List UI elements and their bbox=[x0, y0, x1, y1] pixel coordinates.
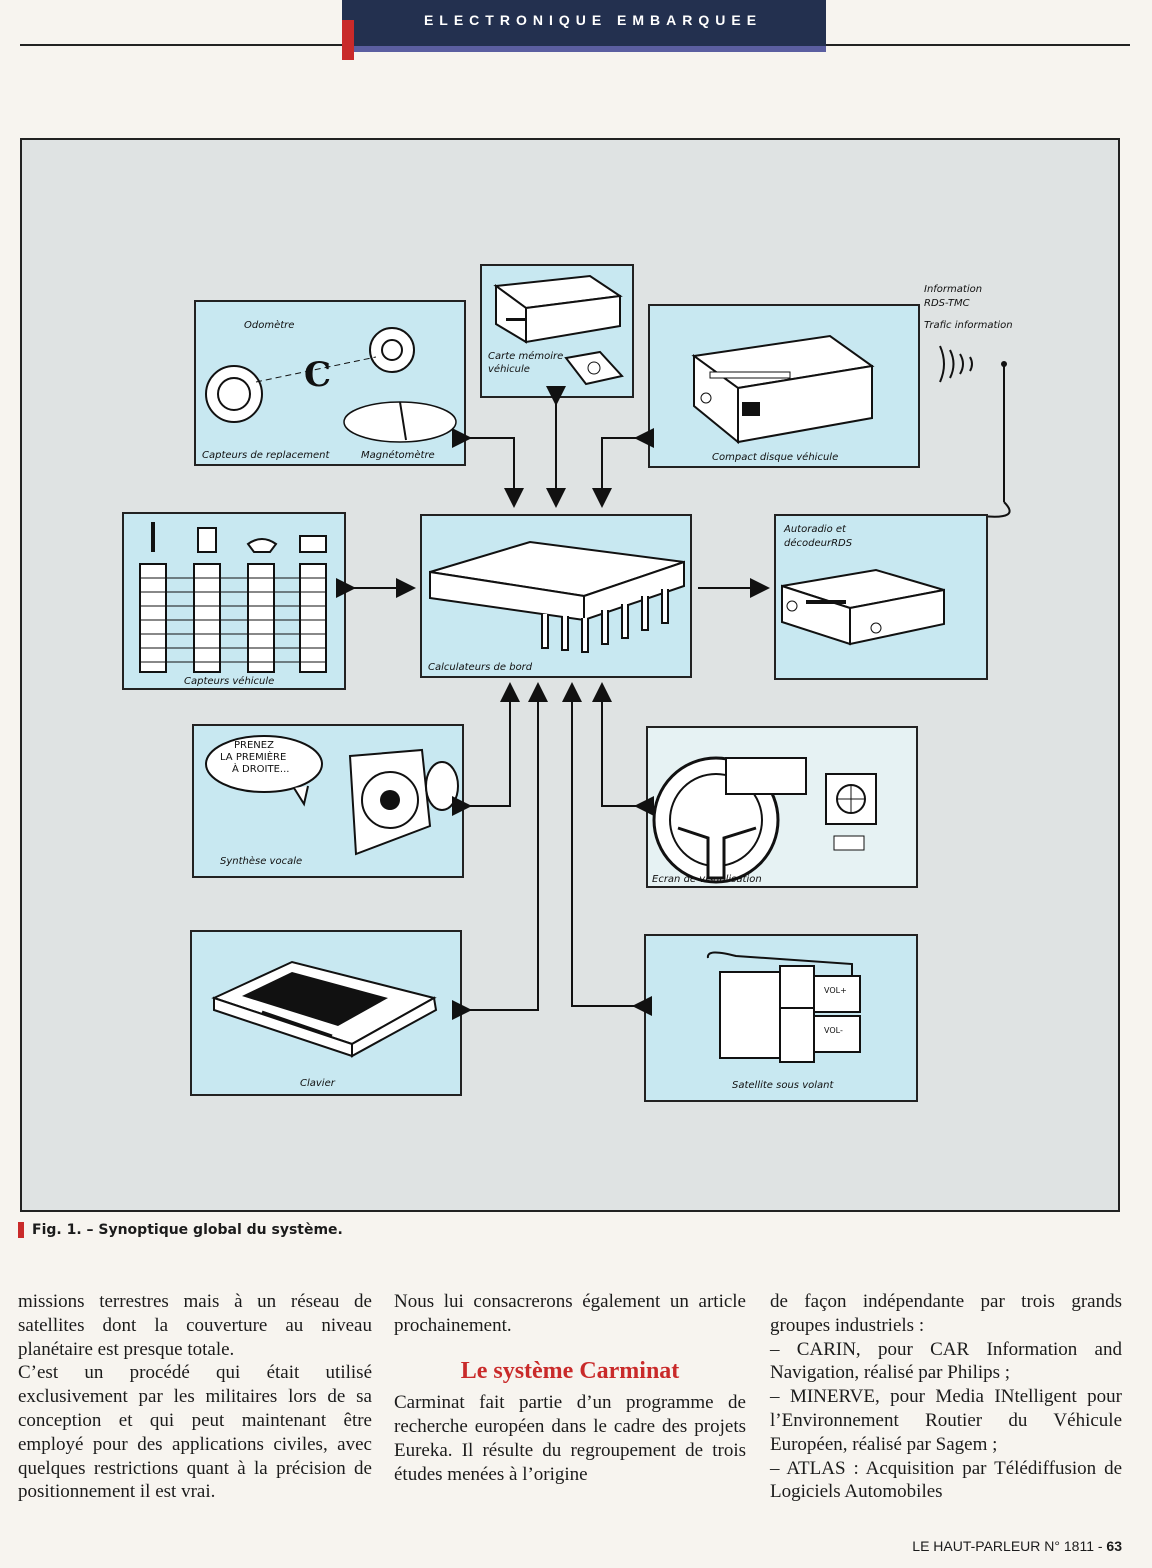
article-column-3: de façon indépendante par trois grands g… bbox=[770, 1290, 1122, 1504]
article-column-2: Nous lui consacrerons également un artic… bbox=[394, 1290, 746, 1487]
page-footer: LE HAUT-PARLEUR N° 1811 - 63 bbox=[912, 1538, 1122, 1554]
odometre-title: Odomètre bbox=[244, 320, 295, 331]
compact-disque-label: Compact disque véhicule bbox=[712, 452, 839, 463]
speech-bubble-line3: À DROITE... bbox=[232, 764, 290, 775]
publication-name: LE HAUT-PARLEUR N° 1811 - bbox=[912, 1538, 1107, 1554]
figure-caption: Fig. 1. – Synoptique global du système. bbox=[18, 1222, 343, 1238]
connection-arrows bbox=[336, 386, 770, 1020]
panel-odometre: Odomètre C Capteurs de replacement Magné… bbox=[194, 300, 466, 466]
chip-illustration bbox=[429, 540, 685, 653]
col1-paragraph-2: C’est un procédé qui était utilisé exclu… bbox=[18, 1362, 372, 1503]
section-header bbox=[342, 0, 826, 52]
col2-paragraph-1: Nous lui consacrerons également un artic… bbox=[394, 1291, 746, 1336]
caption-text: Fig. 1. – Synoptique global du système. bbox=[32, 1222, 343, 1238]
memory-card-illustration bbox=[493, 274, 624, 386]
header-red-accent bbox=[342, 20, 354, 60]
odometre-illustration: C bbox=[205, 327, 457, 443]
autoradio-illustration bbox=[781, 568, 945, 646]
section-heading: Le système Carminat bbox=[460, 1357, 680, 1384]
carte-memoire-label: Carte mémoire véhicule bbox=[488, 351, 564, 375]
info-line2: RDS-TMC bbox=[924, 298, 970, 309]
satellite-label: Satellite sous volant bbox=[732, 1080, 834, 1091]
vol-plus-label: VOL+ bbox=[824, 986, 847, 995]
keyboard-illustration bbox=[211, 960, 438, 1058]
col1-paragraph-1: missions terrestres mais à un réseau de … bbox=[18, 1291, 372, 1360]
system-diagram: Odomètre C Capteurs de replacement Magné… bbox=[20, 138, 1120, 1212]
odometre-right-label: Magnétomètre bbox=[361, 450, 435, 461]
steering-satellite-illustration bbox=[706, 951, 861, 1063]
col3-paragraph-1: de façon indépendante par trois grands g… bbox=[770, 1291, 1122, 1336]
speech-bubble-line1: PRENEZ bbox=[234, 740, 274, 751]
info-line1: Information bbox=[924, 284, 983, 295]
cd-player-illustration bbox=[691, 334, 875, 445]
vol-minus-label: VOL- bbox=[824, 1026, 843, 1035]
calculateurs-label: Calculateurs de bord bbox=[428, 662, 533, 673]
panel-capteurs-vehicule: Capteurs véhicule bbox=[122, 512, 346, 690]
header-rule-right bbox=[826, 44, 1130, 46]
panel-calculateurs: Calculateurs de bord bbox=[420, 514, 692, 678]
page-number: 63 bbox=[1106, 1538, 1122, 1554]
odometre-left-label: Capteurs de replacement bbox=[202, 450, 330, 461]
clavier-label: Clavier bbox=[300, 1078, 335, 1089]
synthese-label: Synthèse vocale bbox=[220, 856, 303, 867]
svg-text:C: C bbox=[304, 355, 331, 395]
ecran-label: Ecran de visualisation bbox=[652, 874, 762, 885]
header-rule-left bbox=[20, 44, 342, 46]
panel-compact-disque: Compact disque véhicule bbox=[648, 304, 920, 468]
col2-paragraph-2: Carminat fait partie d’un programme de r… bbox=[394, 1392, 746, 1485]
col3-item-atlas: – ATLAS : Acquisition par Télédiffusion … bbox=[770, 1457, 1122, 1503]
speaker-illustration bbox=[205, 735, 459, 856]
capteurs-vehicule-label: Capteurs véhicule bbox=[184, 676, 275, 687]
info-line3: Trafic information bbox=[924, 320, 1013, 331]
autoradio-line2: décodeurRDS bbox=[784, 538, 853, 549]
speech-bubble-line2: LA PREMIÈRE bbox=[220, 752, 287, 763]
panel-synthese-vocale: PRENEZ LA PREMIÈRE À DROITE... Synthèse … bbox=[192, 724, 464, 878]
article-column-1: missions terrestres mais à un réseau de … bbox=[18, 1290, 372, 1504]
sensors-illustration bbox=[139, 522, 327, 673]
col3-item-minerve: – MINERVE, pour Media INtelligent pour l… bbox=[770, 1386, 1122, 1455]
panel-satellite: VOL+ VOL- Satellite sous volant bbox=[644, 934, 918, 1102]
header-stripe bbox=[354, 46, 826, 52]
dashboard-illustration bbox=[652, 756, 877, 884]
panel-clavier: Clavier bbox=[190, 930, 462, 1096]
caption-red-marker bbox=[18, 1222, 24, 1238]
col3-item-carin: – CARIN, pour CAR Information and Naviga… bbox=[770, 1338, 1122, 1384]
panel-autoradio: Autoradio et décodeurRDS bbox=[774, 514, 988, 680]
panel-ecran: Ecran de visualisation bbox=[646, 726, 918, 888]
autoradio-line1: Autoradio et bbox=[784, 524, 846, 535]
section-title: ELECTRONIQUE EMBARQUEE bbox=[423, 12, 763, 28]
